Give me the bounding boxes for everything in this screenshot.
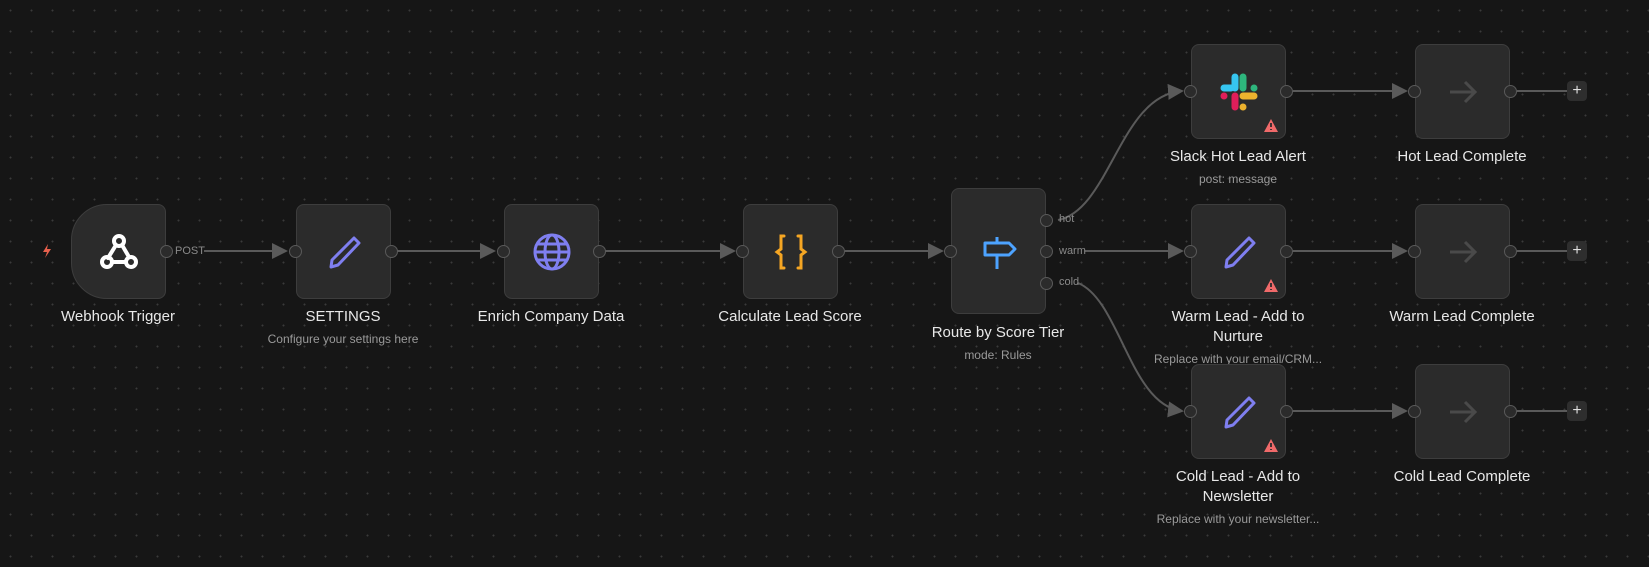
output-handle[interactable] [832,245,845,258]
input-handle[interactable] [1184,245,1197,258]
node-subtitle: Replace with your newsletter... [1156,512,1320,526]
node-title-line2: Nurture [1212,328,1264,345]
signpost-icon [983,237,1016,269]
input-handle[interactable] [1408,85,1421,98]
node-webhook-trigger[interactable] [71,204,173,299]
node-title: Slack Hot Lead Alert [1170,148,1306,165]
warning-icon[interactable] [1263,118,1279,133]
node-warm-lead-complete[interactable] [1408,204,1517,299]
input-handle[interactable] [1408,405,1421,418]
node-title-line1: Cold Lead - Add to [1175,468,1301,485]
input-handle[interactable] [1408,245,1421,258]
output-label-cold: cold [1059,276,1080,288]
add-node-button[interactable]: + [1567,81,1587,101]
node-title: Warm Lead Complete [1389,308,1535,325]
node-title: Webhook Trigger [61,308,175,325]
arrow-right-icon [1449,240,1477,263]
globe-icon [533,233,570,270]
output-handle[interactable] [1280,405,1293,418]
warning-icon[interactable] [1263,278,1279,293]
slack-icon [1220,73,1257,110]
output-handle[interactable] [160,245,173,258]
arrow-right-icon [1449,80,1477,103]
output-handle-hot[interactable] [1040,214,1053,227]
output-handle[interactable] [385,245,398,258]
node-calculate-lead-score[interactable] [736,204,845,299]
trigger-bolt-icon [43,244,51,258]
node-settings[interactable] [289,204,398,299]
add-node-button[interactable]: + [1567,401,1587,421]
output-label-post: POST [175,245,205,257]
output-label-warm: warm [1059,245,1086,257]
node-subtitle: post: message [1198,172,1278,186]
node-hot-lead-complete[interactable] [1408,44,1517,139]
output-handle[interactable] [1280,245,1293,258]
node-cold-lead-complete[interactable] [1408,364,1517,459]
node-title: Cold Lead Complete [1393,468,1531,485]
pencil-icon [329,236,360,268]
node-title: Route by Score Tier [931,324,1065,341]
node-route-by-score-tier[interactable] [944,188,1053,314]
node-title: Hot Lead Complete [1397,148,1527,165]
output-handle[interactable] [1504,85,1517,98]
input-handle[interactable] [289,245,302,258]
code-braces-icon [774,234,807,269]
output-handle[interactable] [1280,85,1293,98]
node-subtitle: mode: Rules [964,348,1032,362]
input-handle[interactable] [497,245,510,258]
node-enrich-company-data[interactable] [497,204,606,299]
edge-route-slack [1057,83,1184,221]
node-title: Enrich Company Data [477,308,625,325]
edge-route-cold [1077,282,1184,418]
input-handle[interactable] [1184,405,1197,418]
node-title: SETTINGS [305,308,381,325]
input-handle[interactable] [736,245,749,258]
add-node-button[interactable]: + [1567,241,1587,261]
webhook-icon [99,233,138,269]
input-handle[interactable] [944,245,957,258]
output-handle[interactable] [1504,245,1517,258]
output-handle[interactable] [593,245,606,258]
output-label-hot: hot [1059,213,1075,225]
node-warm-lead-add-to-nurture[interactable] [1184,204,1293,299]
pencil-icon [1224,396,1255,428]
output-handle-cold[interactable] [1040,277,1053,290]
arrow-right-icon [1449,400,1477,423]
warning-icon[interactable] [1263,438,1279,453]
node-subtitle: Configure your settings here [267,332,419,346]
output-handle[interactable] [1504,405,1517,418]
pencil-icon [1224,236,1255,268]
node-cold-lead-add-to-newsletter[interactable] [1184,364,1293,459]
output-handle-warm[interactable] [1040,245,1053,258]
node-subtitle: Replace with your email/CRM... [1153,352,1323,366]
node-title-line2: Newsletter [1202,488,1274,505]
node-title-line1: Warm Lead - Add to [1171,308,1305,325]
node-title: Calculate Lead Score [718,308,862,325]
input-handle[interactable] [1184,85,1197,98]
node-slack-hot-lead-alert[interactable] [1184,44,1293,139]
